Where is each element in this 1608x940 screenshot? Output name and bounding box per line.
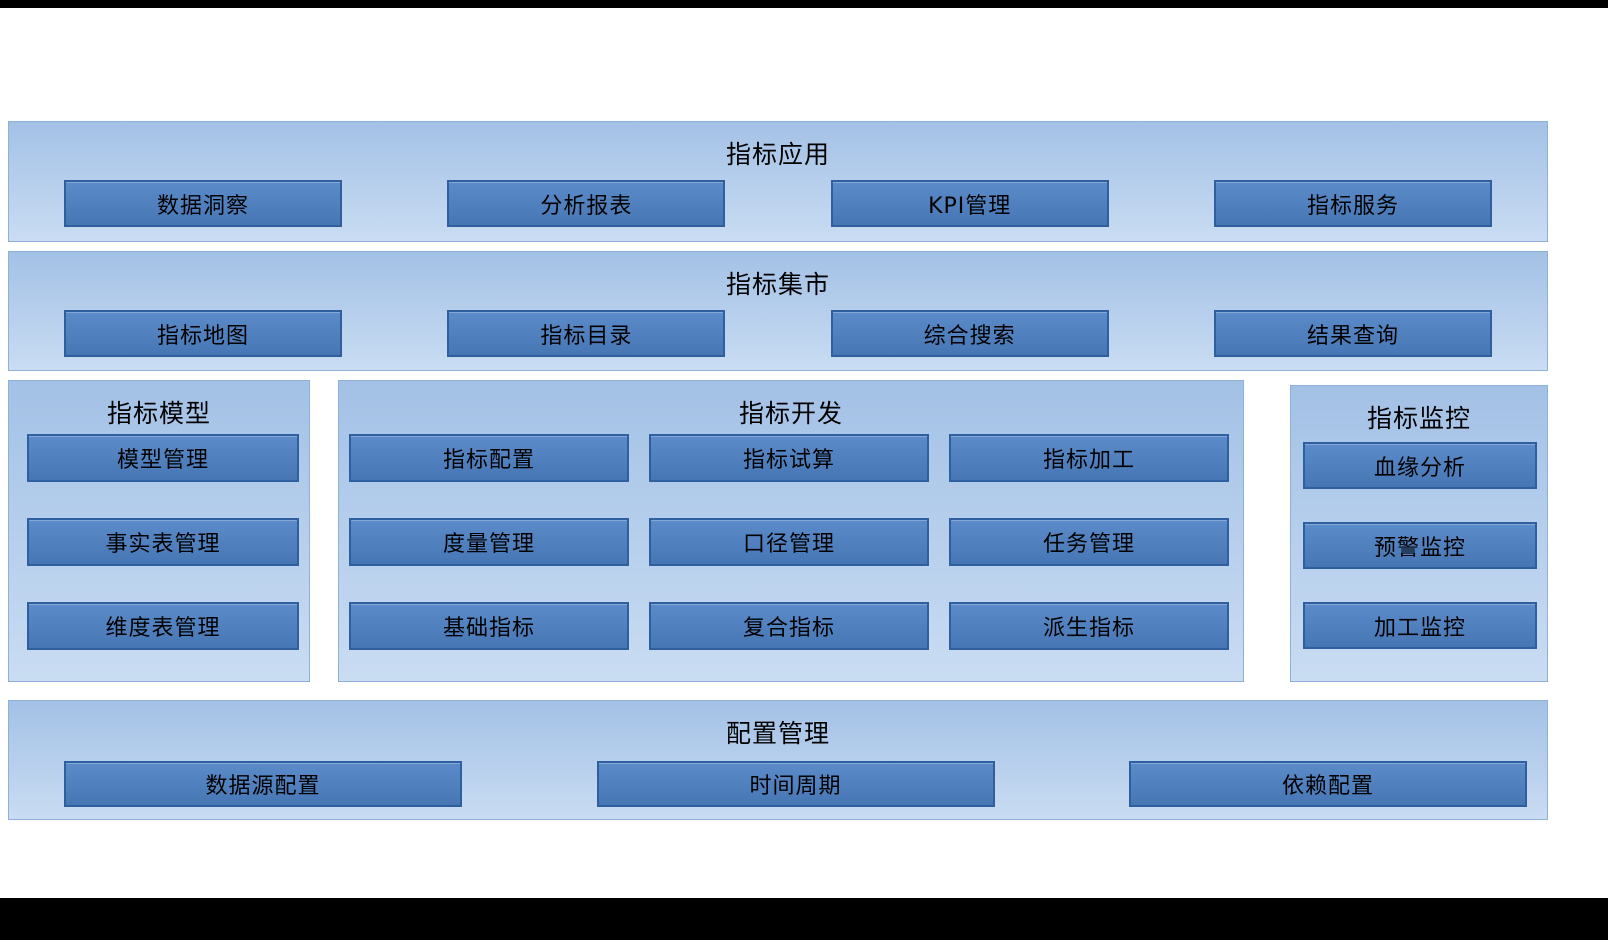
node-indicator-service: 指标服务 (1213, 180, 1492, 227)
node-fact-table-management: 事实表管理 (27, 518, 299, 566)
layer-indicator-application: 指标应用 数据洞察 分析报表 KPI管理 指标服务 (8, 121, 1548, 242)
node-data-insight: 数据洞察 (64, 180, 342, 227)
panel-model-title: 指标模型 (106, 399, 211, 428)
monitoring-node-stack: 血缘分析 预警监控 加工监控 (1303, 442, 1537, 649)
development-node-grid: 指标配置 指标试算 指标加工 度量管理 口径管理 任务管理 基础指标 复合指标 … (349, 434, 1229, 650)
node-indicator-config: 指标配置 (349, 434, 629, 482)
market-node-row: 指标地图 指标目录 综合搜索 结果查询 (64, 310, 1492, 357)
node-dimension-table-management: 维度表管理 (27, 602, 299, 650)
bottom-frame-bar (0, 898, 1608, 940)
node-analysis-report: 分析报表 (447, 180, 726, 227)
node-indicator-trial-calc: 指标试算 (649, 434, 929, 482)
node-indicator-catalog: 指标目录 (447, 310, 726, 357)
node-result-query: 结果查询 (1213, 310, 1492, 357)
node-lineage-analysis: 血缘分析 (1303, 442, 1537, 489)
top-frame-bar (0, 0, 1608, 8)
panel-indicator-development: 指标开发 指标配置 指标试算 指标加工 度量管理 口径管理 任务管理 基础指标 … (338, 380, 1244, 682)
panel-development-title: 指标开发 (738, 399, 843, 428)
node-model-management: 模型管理 (27, 434, 299, 482)
layer-market-title: 指标集市 (725, 270, 830, 299)
node-dependency-config: 依赖配置 (1129, 761, 1527, 807)
layer-indicator-market: 指标集市 指标地图 指标目录 综合搜索 结果查询 (8, 251, 1548, 371)
node-indicator-map: 指标地图 (64, 310, 342, 357)
node-task-management: 任务管理 (949, 518, 1229, 566)
node-alert-monitoring: 预警监控 (1303, 522, 1537, 569)
panel-monitoring-title: 指标监控 (1366, 404, 1471, 433)
node-basic-indicator: 基础指标 (349, 602, 629, 650)
node-measure-management: 度量管理 (349, 518, 629, 566)
panel-indicator-model: 指标模型 模型管理 事实表管理 维度表管理 (8, 380, 310, 682)
node-comprehensive-search: 综合搜索 (830, 310, 1109, 357)
model-node-stack: 模型管理 事实表管理 维度表管理 (27, 434, 299, 650)
configuration-node-row: 数据源配置 时间周期 依赖配置 (64, 761, 1527, 807)
node-time-period: 时间周期 (596, 761, 995, 807)
node-kpi-management: KPI管理 (830, 180, 1109, 227)
application-node-row: 数据洞察 分析报表 KPI管理 指标服务 (64, 180, 1492, 227)
layer-application-title: 指标应用 (725, 140, 830, 169)
node-caliber-management: 口径管理 (649, 518, 929, 566)
layer-configuration-title: 配置管理 (725, 719, 830, 748)
node-indicator-processing: 指标加工 (949, 434, 1229, 482)
node-composite-indicator: 复合指标 (649, 602, 929, 650)
node-derived-indicator: 派生指标 (949, 602, 1229, 650)
panel-indicator-monitoring: 指标监控 血缘分析 预警监控 加工监控 (1290, 385, 1548, 682)
node-processing-monitoring: 加工监控 (1303, 602, 1537, 649)
node-datasource-config: 数据源配置 (64, 761, 462, 807)
layer-configuration-management: 配置管理 数据源配置 时间周期 依赖配置 (8, 700, 1548, 820)
